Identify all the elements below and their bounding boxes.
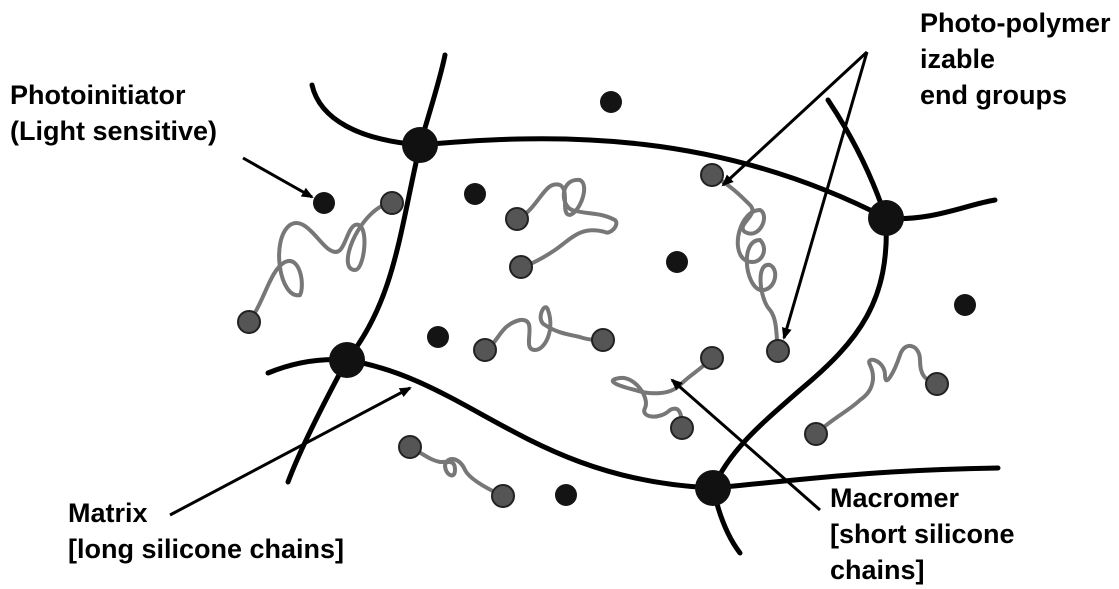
- end-groups-label-line1: Photo-polymer: [920, 8, 1111, 38]
- photoinitiator-dot: [555, 484, 577, 506]
- end-group-dot: [399, 436, 421, 458]
- end-group-dot: [926, 373, 948, 395]
- end-groups-arrow-2: [784, 52, 867, 338]
- end-group-dot: [492, 485, 514, 507]
- end-group-dot: [506, 208, 528, 230]
- end-group-dot: [805, 423, 827, 445]
- matrix-arrow: [170, 388, 410, 515]
- matrix-chain-left-vertical: [347, 145, 420, 360]
- photoinitiator-label-line2: (Light sensitive): [10, 116, 217, 146]
- photoinitiator-dot: [313, 192, 335, 214]
- macromer-chain-2: [520, 180, 616, 267]
- macromer-label-line3: chains]: [830, 555, 925, 585]
- crosslink-node: [402, 127, 438, 163]
- end-group-dot: [474, 339, 496, 361]
- matrix-chain-top: [420, 139, 886, 218]
- photoinitiator-label: Photoinitiator (Light sensitive): [10, 80, 217, 146]
- matrix-chain-right-vertical: [713, 218, 886, 488]
- matrix-chain-top-left: [312, 85, 420, 145]
- matrix-chain-lower-left: [288, 360, 347, 482]
- end-group-dot: [701, 164, 723, 186]
- crosslink-node: [329, 342, 365, 378]
- end-group-dot: [671, 417, 693, 439]
- photoinitiator-arrow: [243, 158, 312, 197]
- end-group-dot: [701, 347, 723, 369]
- end-groups-label-line2: izable: [920, 44, 995, 74]
- end-group-dot: [592, 329, 614, 351]
- macromer-chain-5: [613, 358, 712, 428]
- photoinitiator-dot: [464, 183, 486, 205]
- matrix-label-line1: Matrix: [68, 498, 148, 528]
- macromer-chain-7: [410, 447, 503, 496]
- macromer-arrow: [672, 380, 820, 510]
- macromer-chain-3: [486, 307, 601, 350]
- macromer-label: Macromer [short silicone chains]: [830, 483, 1022, 585]
- end-groups-label-line3: end groups: [920, 80, 1067, 110]
- crosslink-node: [868, 200, 904, 236]
- end-group-dot: [510, 256, 532, 278]
- macromer-chain-1: [249, 203, 388, 322]
- photoinitiator-dot: [427, 326, 449, 348]
- matrix-label: Matrix [long silicone chains]: [68, 498, 344, 564]
- photoinitiator-dot: [666, 251, 688, 273]
- crosslink-node: [695, 470, 731, 506]
- photoinitiator-label-line1: Photoinitiator: [10, 80, 186, 110]
- photoinitiator-dot: [600, 91, 622, 113]
- end-groups-arrow-1: [723, 52, 867, 185]
- macromer-label-line1: Macromer: [830, 483, 960, 513]
- end-group-dot: [238, 311, 260, 333]
- macromer-chain-4: [712, 175, 778, 350]
- end-group-dot: [381, 192, 403, 214]
- matrix-chain-bottom: [347, 360, 713, 488]
- photoinitiator-dot: [954, 294, 976, 316]
- matrix-label-line2: [long silicone chains]: [68, 534, 344, 564]
- end-group-dot: [767, 340, 789, 362]
- matrix-chains: [268, 55, 998, 553]
- end-groups-label: Photo-polymer izable end groups: [920, 8, 1118, 110]
- macromer-label-line2: [short silicone: [830, 519, 1015, 549]
